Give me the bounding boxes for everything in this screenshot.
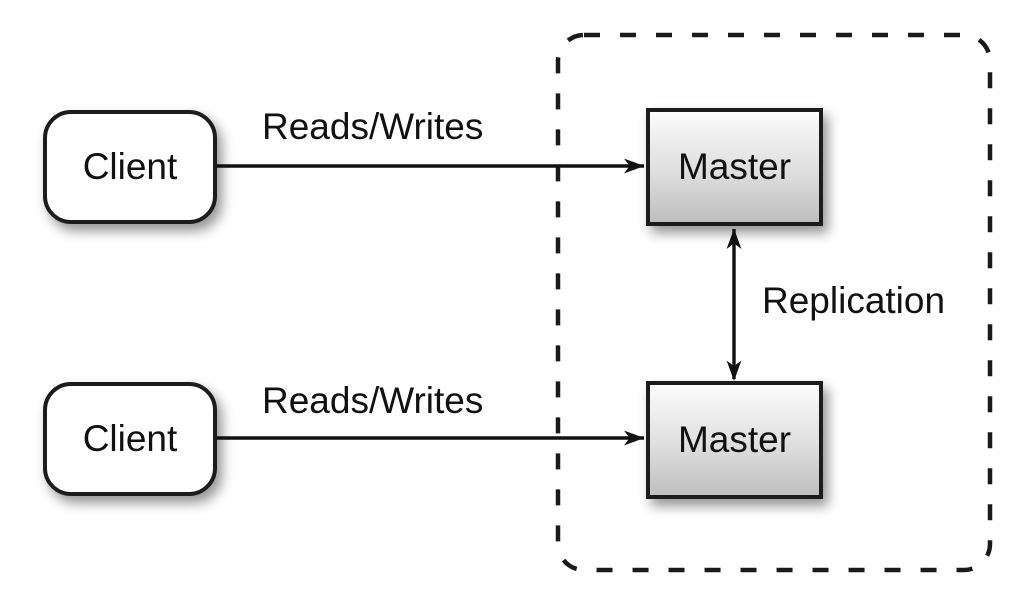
node-client-bottom[interactable] <box>43 382 217 496</box>
node-client-top[interactable] <box>43 110 217 224</box>
node-master-bottom[interactable] <box>646 381 823 499</box>
replication-cluster-boundary <box>555 32 993 573</box>
node-master-top[interactable] <box>646 108 823 226</box>
